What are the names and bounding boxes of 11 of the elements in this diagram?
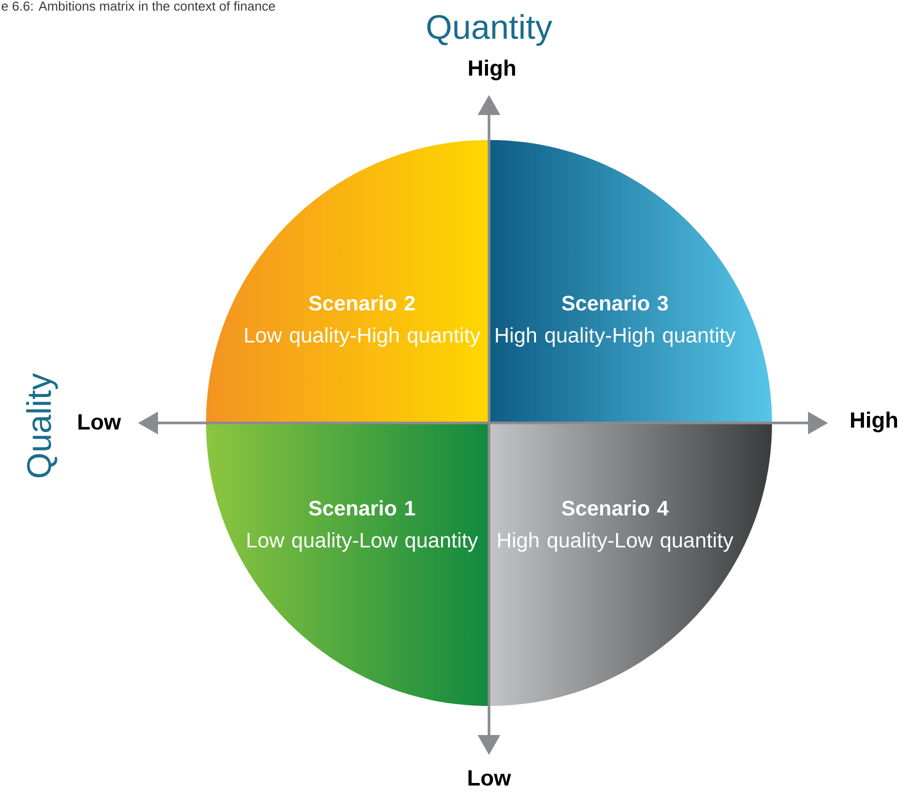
quadrant-sector: Scenario 2 Low quality-High quantity (245, 295, 480, 347)
figure-title: e 6.6: Ambitions matrix in the context of finance (2, 1, 275, 11)
axis-label: Low (468, 770, 512, 786)
axis-title: Quality (26, 373, 58, 478)
axis-title: Quantity (427, 14, 552, 46)
axis-label: High (851, 412, 898, 432)
axis-label: High (469, 60, 516, 80)
axis-label: Low (78, 414, 122, 430)
quadrant-sector: Scenario 1 Low quality-Low quantity (248, 500, 478, 552)
quadrant-sector: Scenario 4 High quality-Low quantity (498, 500, 734, 552)
quadrant-sector: Scenario 3 High quality-High quantity (496, 295, 736, 347)
